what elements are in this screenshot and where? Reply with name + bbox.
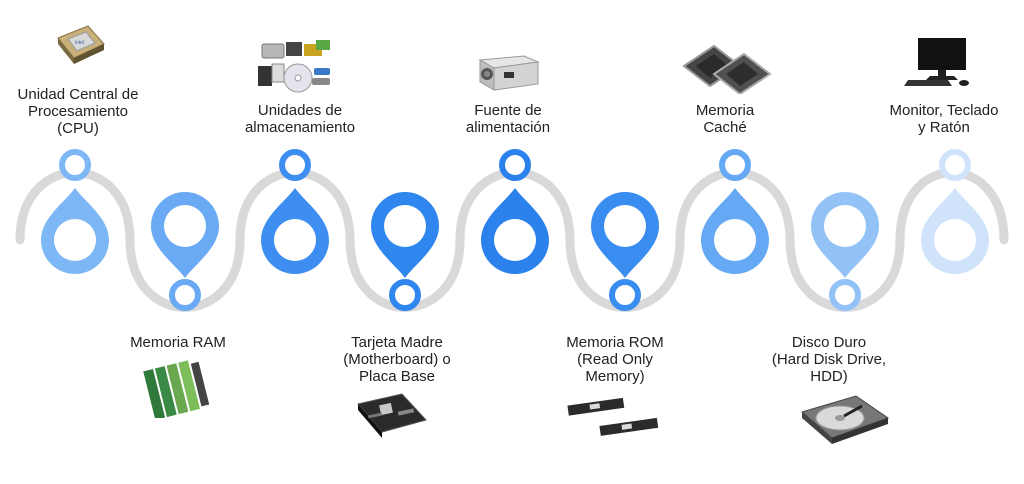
- ram-icon: [143, 360, 210, 418]
- pin-hole: [164, 205, 206, 247]
- connector-ring: [169, 279, 201, 311]
- pin-hole: [934, 219, 976, 261]
- connector-ring: [939, 149, 971, 181]
- hard-disk-icon: [800, 395, 890, 444]
- cpu-icon: intel: [57, 25, 105, 64]
- pin-hole: [274, 219, 316, 261]
- component-marker: [591, 192, 659, 311]
- component-marker: [811, 192, 879, 311]
- label-cache: Memoria Caché: [695, 102, 755, 136]
- label-ram: Memoria RAM: [130, 334, 226, 351]
- pin-hole: [824, 205, 866, 247]
- label-rom: Memoria ROM (Read Only Memory): [566, 334, 664, 385]
- pin-hole: [384, 205, 426, 247]
- connector-ring: [499, 149, 531, 181]
- svg-text:intel: intel: [75, 40, 84, 46]
- label-peripherals: Monitor, Teclado y Ratón: [889, 102, 999, 136]
- component-marker: [921, 149, 989, 274]
- motherboard-icon: [357, 393, 427, 438]
- component-marker: [371, 192, 439, 311]
- cache-chip-icon: [682, 44, 772, 94]
- monitor-keyboard-mouse-icon: [904, 38, 969, 86]
- label-hdd: Disco Duro (Hard Disk Drive, HDD): [771, 334, 887, 385]
- rom-chip-icon: [567, 397, 659, 436]
- power-supply-icon: [478, 55, 540, 91]
- component-marker: [261, 149, 329, 274]
- pin-hole: [494, 219, 536, 261]
- connector-ring: [59, 149, 91, 181]
- connector-ring: [389, 279, 421, 311]
- label-power-supply: Fuente de alimentación: [465, 102, 551, 136]
- label-storage: Unidades de almacenamiento: [244, 102, 356, 136]
- connector-ring: [719, 149, 751, 181]
- pin-hole: [604, 205, 646, 247]
- connector-ring: [609, 279, 641, 311]
- connector-ring: [279, 149, 311, 181]
- component-marker: [481, 149, 549, 274]
- label-motherboard: Tarjeta Madre (Motherboard) o Placa Base: [343, 334, 451, 385]
- pin-hole: [714, 219, 756, 261]
- pin-hole: [54, 219, 96, 261]
- storage-devices-icon: [258, 40, 330, 93]
- component-marker: [41, 149, 109, 274]
- label-cpu: Unidad Central de Procesamiento (CPU): [17, 86, 139, 137]
- component-marker: [701, 149, 769, 274]
- component-marker: [151, 192, 219, 311]
- connector-ring: [829, 279, 861, 311]
